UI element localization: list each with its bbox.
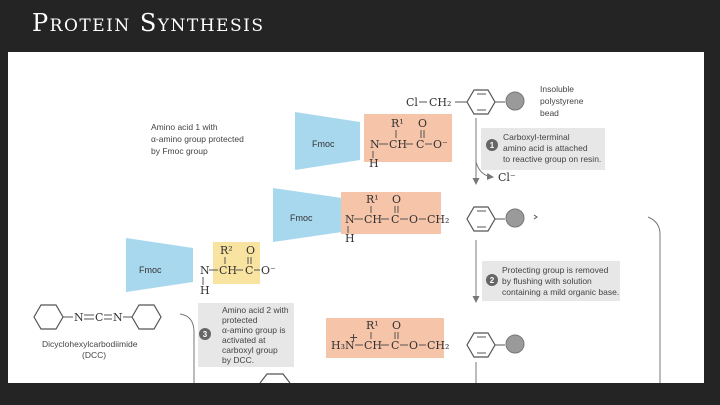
cyclohexyl-ring-icon (131, 304, 162, 330)
bead-label-line-2: polystyrene (540, 96, 584, 106)
step-3-box (198, 303, 294, 367)
protein-synthesis-diagram: Cl CH₂ Insoluble polystyrene bead Amino … (33, 84, 661, 383)
deprotected-h3n: H₃N (331, 339, 355, 352)
dcc-arrow (179, 313, 195, 383)
step-3-line-4: activated at (222, 335, 266, 345)
cycle-line (647, 216, 661, 383)
step-1-number: 1 (490, 141, 495, 150)
step-3-line-6: by DCC. (222, 355, 254, 365)
cyclohexyl-ring-icon (33, 304, 64, 330)
aa1-ch: CH (389, 138, 407, 151)
attached-o-ester: O (409, 213, 418, 226)
step-3-line-3: α-amino group is (222, 325, 286, 335)
chloride-ion: Cl⁻ (498, 171, 516, 184)
attached-r: R¹ (366, 193, 379, 206)
aa1-r: R¹ (391, 117, 404, 130)
dcc-n1: N (74, 311, 84, 324)
step-1-box (481, 128, 605, 170)
aa2-n: N (200, 264, 210, 277)
step-3-line-2: protected (222, 315, 258, 325)
benzene-ring-icon (466, 206, 496, 232)
aa1-c: C (416, 138, 424, 151)
deprotected-ch: CH (364, 339, 382, 352)
deprotected-ch2: CH₂ (427, 339, 449, 352)
return-arrowhead-icon (533, 214, 538, 220)
dcc-label-line-2: (DCC) (82, 350, 106, 360)
step-2-badge (486, 274, 498, 286)
fmoc-group-3 (126, 238, 193, 292)
aa2-o-minus: O⁻ (261, 264, 276, 277)
step-1-badge (486, 139, 498, 151)
dcc-label-line-1: Dicyclohexylcarbodiimide (42, 339, 138, 349)
step-3-badge (199, 328, 211, 340)
aa2-o: O (246, 244, 255, 257)
resin-cl: Cl (406, 96, 418, 109)
deprotected-r: R¹ (366, 319, 379, 332)
attached-n: N (345, 213, 355, 226)
step-2-line-3: containing a mild organic base. (502, 287, 619, 297)
attached-ch2: CH₂ (427, 213, 449, 226)
aa2-c: C (245, 264, 253, 277)
aa1-label-line-1: Amino acid 1 with (151, 122, 218, 132)
attached-highlight (341, 192, 441, 234)
deprotected-plus: + (349, 331, 358, 344)
attached-ch: CH (364, 213, 382, 226)
bead-label-line-3: bead (540, 108, 559, 118)
step-1-line-1: Carboxyl-terminal (503, 132, 570, 142)
attached-c: C (391, 213, 399, 226)
aa1-highlight (364, 114, 452, 162)
aa1-label-line-2: α-amino group protected (151, 134, 244, 144)
bead-label-line-1: Insoluble (540, 84, 574, 94)
deprotected-o: O (392, 319, 401, 332)
step-2-line-1: Protecting group is removed (502, 265, 609, 275)
benzene-ring-icon (466, 332, 496, 358)
diagram-panel: Cl CH₂ Insoluble polystyrene bead Amino … (8, 52, 704, 383)
polystyrene-bead-icon (505, 334, 525, 354)
partial-ring-icon (259, 373, 291, 383)
aa1-o: O (418, 117, 427, 130)
step-2-number: 2 (490, 276, 495, 285)
fmoc-label-2: Fmoc (290, 213, 313, 223)
aa1-n: N (370, 138, 380, 151)
step-1-line-3: to reactive group on resin. (503, 154, 601, 164)
attached-o: O (392, 193, 401, 206)
step-1-line-2: amino acid is attached (503, 143, 588, 153)
aa2-ch: CH (219, 264, 237, 277)
step-2-box (482, 261, 620, 301)
dcc-c: C (95, 311, 103, 324)
aa2-h: H (200, 284, 210, 297)
polystyrene-bead-icon (505, 91, 525, 111)
attached-h: H (345, 232, 355, 245)
fmoc-group-2 (273, 188, 342, 242)
step-3-line-1: Amino acid 2 with (222, 305, 289, 315)
dcc-n2: N (113, 311, 123, 324)
step-2-line-2: by flushing with solution (502, 276, 592, 286)
resin-ch2: CH₂ (429, 96, 451, 109)
deprotected-highlight (326, 318, 444, 358)
aa1-label-line-3: by Fmoc group (151, 146, 208, 156)
slide-title: Protein Synthesis (32, 9, 265, 37)
step-3-line-5: carboxyl group (222, 345, 278, 355)
deprotected-o-ester: O (409, 339, 418, 352)
step-3-number: 3 (203, 330, 208, 339)
aa2-highlight (213, 242, 260, 284)
fmoc-group-1 (295, 112, 360, 170)
fmoc-label-1: Fmoc (312, 139, 335, 149)
aa1-h: H (369, 157, 379, 170)
deprotected-c: C (391, 339, 399, 352)
arrow-chloride (475, 161, 494, 181)
benzene-ring-icon (466, 89, 496, 115)
aa1-o-minus: O⁻ (433, 138, 448, 151)
fmoc-label-3: Fmoc (139, 265, 162, 275)
aa2-r: R² (220, 244, 233, 257)
polystyrene-bead-icon (505, 208, 525, 228)
